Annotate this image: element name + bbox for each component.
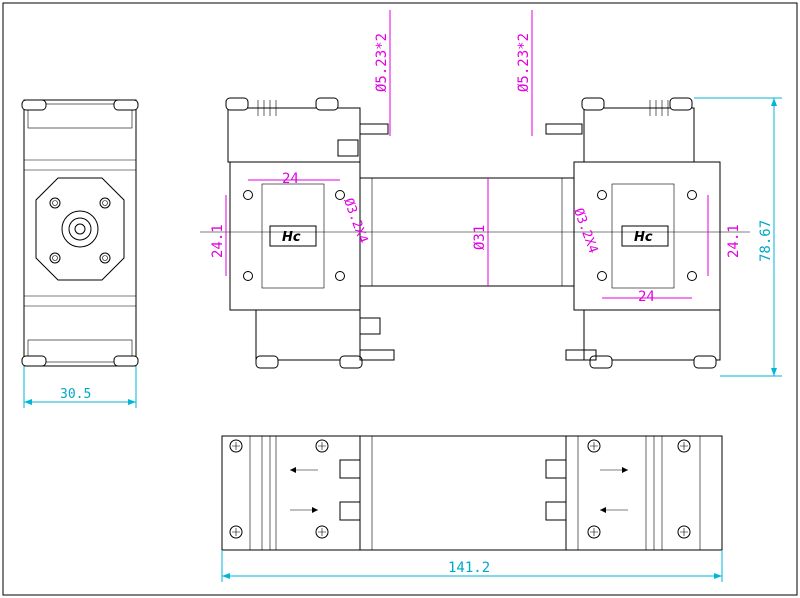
top-view: 141.2 [221, 435, 723, 582]
dim-overall-height: 78.67 [758, 220, 774, 262]
dim-motor-dia: Ø31 [472, 225, 488, 250]
dim-total-length: 141.2 [448, 560, 490, 576]
side-view: 30.5 [21, 99, 139, 408]
dim-right-holes: Ø3.2X4 [570, 206, 600, 255]
front-view: Hc Hc 24 24.1 [200, 10, 782, 377]
logo-right: Hc [634, 230, 653, 245]
dim-side-width: 30.5 [60, 387, 91, 402]
dim-port-right: Ø5.23*2 [516, 33, 532, 92]
dim-left-holes: Ø3.2X4 [340, 196, 370, 245]
dim-right-v: 24.1 [726, 224, 742, 258]
dim-port-left: Ø5.23*2 [374, 33, 390, 92]
dim-left-h: 24 [282, 171, 299, 187]
dim-left-v: 24.1 [210, 224, 226, 258]
dim-right-h: 24 [638, 289, 655, 305]
logo-left: Hc [282, 230, 301, 245]
